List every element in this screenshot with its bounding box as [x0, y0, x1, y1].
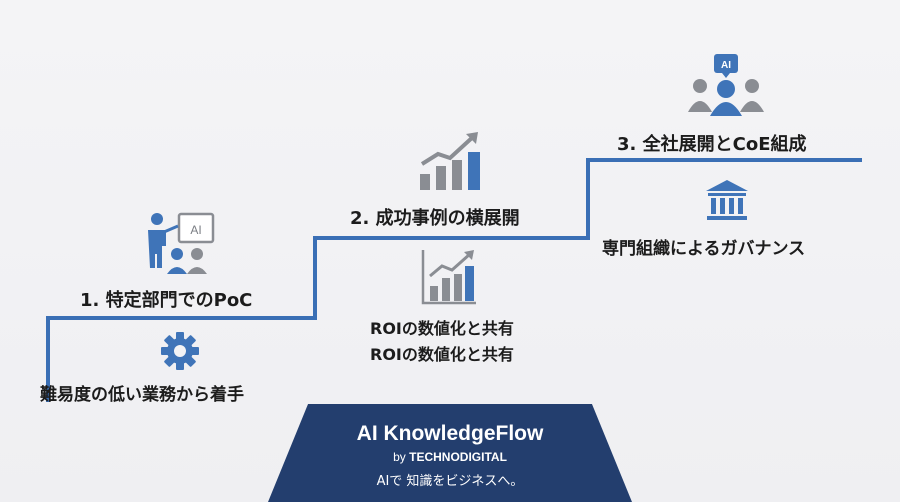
- growth-chart-icon: [420, 132, 480, 190]
- step-1-title: 1. 特定部門でのPoC: [80, 290, 253, 311]
- growth-chart-icon: [421, 250, 476, 305]
- brand-byline: by TECHNODIGITAL: [268, 450, 632, 464]
- step-2-description-line-2: ROIの数値化と共有: [370, 345, 514, 364]
- ai-team-icon: AI: [688, 54, 764, 116]
- step-2-title: 2. 成功事例の横展開: [350, 208, 520, 229]
- step-1-description: 難易度の低い業務から着手: [40, 385, 244, 405]
- institution-icon: [706, 180, 748, 220]
- brand-company: TECHNODIGITAL: [409, 450, 507, 464]
- brand-name: AI KnowledgeFlow: [356, 422, 544, 445]
- step-3-description: 専門組織によるガバナンス: [602, 239, 806, 259]
- brand-tagline: AIで 知識をビジネスへ。: [376, 474, 524, 489]
- presenter-ai-board-icon: AI: [148, 212, 215, 274]
- board-label: AI: [190, 223, 201, 237]
- step-2-description-line-1: ROIの数値化と共有: [370, 319, 514, 338]
- gear-icon: [161, 332, 199, 370]
- brand-by-word: by: [393, 450, 406, 464]
- step-3-title: 3. 全社展開とCoE組成: [617, 134, 807, 155]
- step-2-description: ROIの数値化と共有 ROIの数値化と共有: [370, 316, 514, 368]
- brand-plate: AI KnowledgeFlow by TECHNODIGITAL AIで 知識…: [268, 404, 632, 502]
- team-badge-label: AI: [721, 60, 731, 71]
